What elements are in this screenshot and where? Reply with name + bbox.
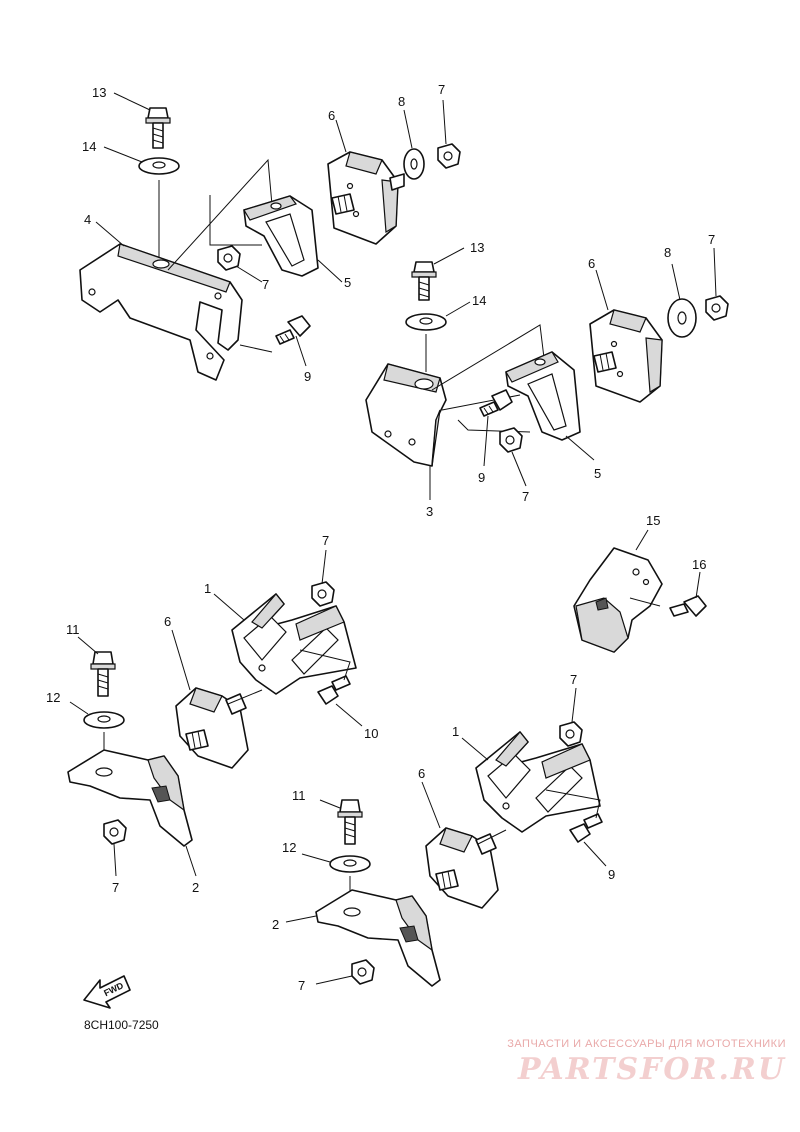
washer-8a [403,148,425,180]
callout-14: 14 [472,293,486,308]
callout-7: 7 [708,232,715,247]
mount-bracket-5b [505,351,581,441]
bracket-15 [573,547,663,653]
flange-bolt-13a [145,107,171,149]
callout-11: 11 [292,788,306,803]
engine-bracket-3 [365,363,447,467]
engine-bracket-2a [67,749,193,847]
rubber-damper-6c [175,687,249,769]
callout-9: 9 [478,470,485,485]
flange-nut-7a [437,143,461,169]
watermark: ЗАПЧАСТИ И АКСЕССУАРЫ ДЛЯ МОТОТЕХНИКИ PA… [507,1038,786,1087]
callout-14: 14 [82,139,96,154]
flange-bolt-9b [479,389,513,417]
engine-bracket-2b [315,889,441,987]
callout-11: 11 [66,622,80,637]
callout-7: 7 [570,672,577,687]
callout-7: 7 [522,489,529,504]
watermark-tagline: ЗАПЧАСТИ И АКСЕССУАРЫ ДЛЯ МОТОТЕХНИКИ [507,1038,786,1050]
callout-2: 2 [192,880,199,895]
callout-13: 13 [92,85,106,100]
callout-8: 8 [398,94,405,109]
mount-bracket-1b [475,731,601,833]
callout-9: 9 [608,867,615,882]
callout-12: 12 [46,690,60,705]
assembly-bottom-left [67,581,357,847]
engine-bracket-4 [79,243,243,381]
callout-5: 5 [594,466,601,481]
flange-bolt-11b [337,799,363,845]
fwd-arrow: FWD [83,975,131,1009]
figure-code: 8CH100-7250 [84,1018,159,1032]
flange-nut-7g [559,721,583,747]
leader-lines [69,92,717,985]
assembly-top-left [79,107,461,381]
assembly-bottom-right [315,721,603,987]
callout-12: 12 [282,840,296,855]
callout-13: 13 [470,240,484,255]
callout-6: 6 [418,766,425,781]
washer-14b [405,313,447,331]
callout-4: 4 [84,212,91,227]
callout-6: 6 [588,256,595,271]
flange-nut-7e [311,581,335,607]
callout-5: 5 [344,275,351,290]
callout-7: 7 [262,277,269,292]
flange-bolt-11a [90,651,116,697]
callout-7: 7 [112,880,119,895]
callout-9: 9 [304,369,311,384]
flange-nut-7h [351,959,375,985]
callout-3: 3 [426,504,433,519]
watermark-logo: PARTSFOR.RU [518,1052,786,1087]
flange-nut-7c [705,295,729,321]
callout-6: 6 [164,614,171,629]
flange-bolt-10 [317,675,351,705]
callout-6: 6 [328,108,335,123]
rubber-damper-6d [425,827,499,909]
callout-16: 16 [692,557,706,572]
flange-bolt-9c [569,813,603,843]
callout-10: 10 [364,726,378,741]
washer-12b [329,855,371,873]
callout-7: 7 [298,978,305,993]
flange-bolt-13b [411,261,437,301]
flange-bolt-16 [669,595,707,617]
rubber-damper-6b [589,309,663,403]
mount-bracket-1a [231,593,357,695]
flange-bolt-9a [275,315,311,345]
callout-7: 7 [438,82,445,97]
flange-nut-7b [217,245,241,271]
flange-nut-7d [499,427,523,453]
flange-nut-7f [103,819,127,845]
assembly-part-15 [573,547,707,653]
callout-15: 15 [646,513,660,528]
callout-7: 7 [322,533,329,548]
washer-14a [138,157,180,175]
callout-8: 8 [664,245,671,260]
callout-numbers: 13 14 4 6 8 7 7 5 9 13 14 6 8 7 3 9 7 5 … [46,82,715,993]
mount-bracket-5a [243,195,319,277]
callout-1: 1 [452,724,459,739]
rubber-damper-6a [327,151,405,245]
callout-2: 2 [272,917,279,932]
washer-8b [667,298,697,338]
callout-1: 1 [204,581,211,596]
washer-12a [83,711,125,729]
assembly-top-right [365,261,729,467]
